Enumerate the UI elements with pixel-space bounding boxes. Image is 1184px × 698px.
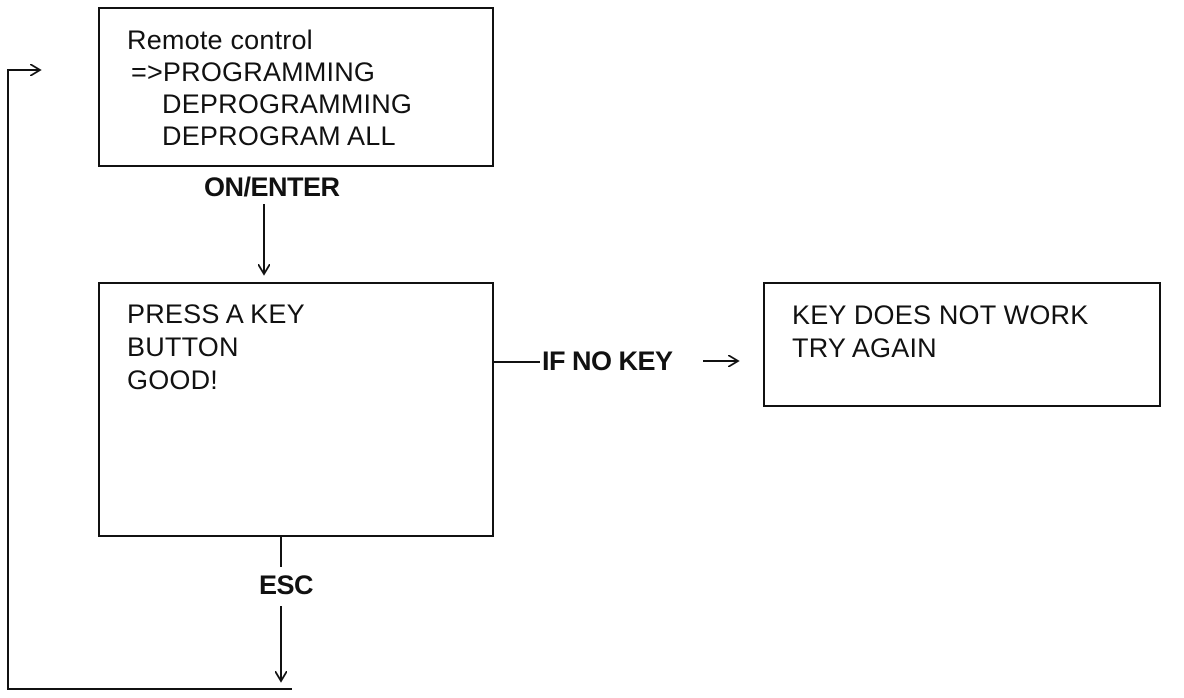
fail-line-1: KEY DOES NOT WORK bbox=[792, 300, 1089, 330]
fail-line-2: TRY AGAIN bbox=[792, 333, 937, 363]
menu-item-programming: =>PROGRAMMING bbox=[131, 57, 376, 87]
press-key-box: PRESS A KEY BUTTON GOOD! bbox=[98, 282, 494, 537]
esc-label: ESC bbox=[259, 570, 314, 600]
if-no-key-label: IF NO KEY bbox=[542, 346, 673, 376]
menu-item-deprogramming: DEPROGRAMMING bbox=[162, 89, 413, 119]
key-fail-box: KEY DOES NOT WORK TRY AGAIN bbox=[763, 282, 1161, 407]
loop-back-arrow bbox=[7, 70, 292, 690]
press-line-3: GOOD! bbox=[127, 365, 219, 395]
press-line-2: BUTTON bbox=[127, 332, 239, 362]
menu-item-deprogram-all: DEPROGRAM ALL bbox=[162, 121, 396, 151]
remote-control-menu-box: Remote control =>PROGRAMMING DEPROGRAMMI… bbox=[98, 7, 494, 167]
press-line-1: PRESS A KEY bbox=[127, 299, 305, 329]
menu-title: Remote control bbox=[127, 25, 313, 55]
on-enter-label: ON/ENTER bbox=[204, 172, 340, 202]
